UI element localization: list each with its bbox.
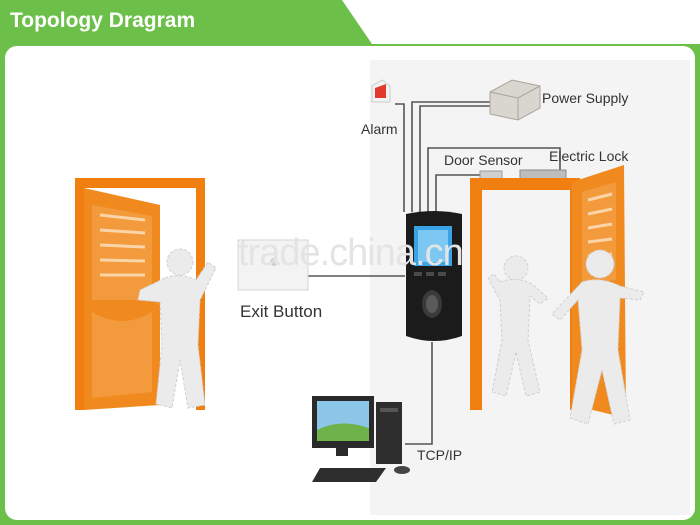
wire-door-sensor	[435, 174, 490, 212]
person-right-back	[487, 255, 549, 397]
label-exit-button: Exit Button	[240, 302, 323, 321]
label-tcpip: TCP/IP	[417, 447, 463, 463]
wire-tcpip	[405, 342, 433, 445]
wiring	[308, 101, 561, 445]
wire-alarm	[395, 103, 405, 212]
label-power-supply: Power Supply	[542, 90, 629, 106]
label-electric-lock: Electric Lock	[549, 148, 629, 164]
alarm-device	[371, 79, 391, 103]
label-alarm: Alarm	[361, 121, 398, 137]
exit-button-device	[237, 239, 309, 291]
wire-electric-lock	[427, 147, 561, 212]
access-terminal	[406, 211, 462, 341]
watermark: trade.china.cn	[238, 232, 464, 274]
computer	[312, 396, 410, 482]
person-right-front	[551, 249, 645, 425]
left-door	[75, 178, 205, 410]
power-supply-device	[489, 79, 541, 121]
page-title: Topology Dragram	[10, 9, 196, 32]
wire-power-supply-2	[419, 105, 492, 212]
person-left	[137, 248, 217, 409]
wire-power-supply	[411, 101, 492, 212]
label-door-sensor: Door Sensor	[444, 152, 523, 168]
